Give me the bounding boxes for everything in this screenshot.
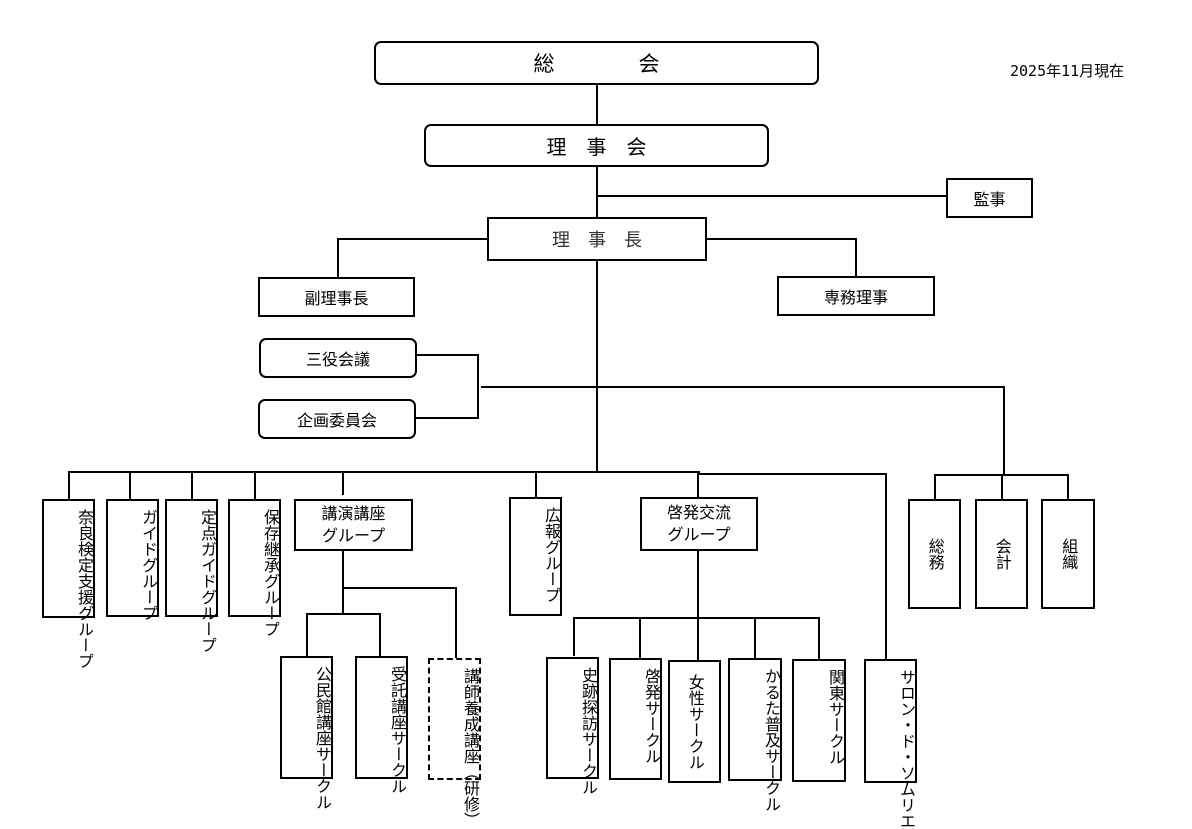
group-line1: 啓発交流: [666, 503, 731, 523]
auditor-label: 監事: [973, 190, 1006, 209]
group-line2: グループ: [321, 526, 386, 545]
circle-line1: 受託講座: [388, 666, 407, 730]
group-line2: ソムリエ: [897, 765, 916, 829]
circle-line1: 公民館講座: [313, 666, 332, 746]
admin-label: 会計: [992, 538, 1012, 570]
circle-historic-sites: 史跡探訪サークル: [546, 657, 599, 795]
group-line2: グループ: [139, 557, 158, 621]
vice-chairman-box: 副理事長: [258, 277, 415, 317]
group-line1: 広報: [542, 507, 561, 539]
group-pr: 広報グループ: [509, 497, 562, 616]
circle-line2: （研修）: [461, 764, 480, 828]
circle-line2: サークル: [579, 731, 598, 795]
exec-connector: [706, 238, 857, 278]
circle-women: 女性サークル: [668, 660, 721, 783]
group-line1: 奈良検定支援: [75, 509, 94, 605]
group-line2: グループ: [75, 605, 94, 669]
planning-committee-box: 企画委員会: [258, 399, 416, 439]
circle-instructor-training: 講師養成講座（研修）: [428, 658, 481, 828]
circle-line1: 啓発: [642, 668, 661, 700]
circle-line2: サークル: [388, 730, 407, 794]
chairman-box: 理 事 長: [487, 217, 707, 261]
group-line1: 講演講座: [321, 504, 386, 524]
circle-contract-lecture: 受託講座サークル: [355, 656, 408, 794]
group-line2: グループ: [261, 573, 280, 637]
group-nara-kentei: 奈良検定支援グループ: [42, 499, 95, 669]
group-lecture: 講演講座グループ: [294, 499, 413, 551]
circle-line1: 女性サークル: [685, 673, 705, 770]
circle-line2: サークル: [313, 746, 332, 810]
admin-accounting: 会計: [975, 499, 1028, 609]
group-salon-de-sommelier: サロン・ド・ソムリエ: [864, 659, 917, 829]
circle-line2: サークル: [826, 701, 845, 765]
circle-karuta: かるた普及サークル: [728, 658, 782, 812]
three-officers-meeting-box: 三役会議: [259, 338, 417, 378]
circle-line1: かるた普及: [762, 668, 781, 748]
committee-bracket: [416, 354, 479, 419]
group-fixed-point-guide: 定点ガイドグループ: [165, 499, 218, 653]
group-line1: サロン・ド・: [897, 669, 916, 765]
executive-director-box: 専務理事: [777, 276, 935, 316]
board-box: 理 事 会: [424, 124, 769, 167]
group-line1: 保存継承: [261, 509, 280, 573]
group-bus-left: [68, 471, 700, 499]
board-label: 理 事 会: [546, 135, 647, 159]
auditor-box: 監事: [946, 178, 1033, 218]
date-note: 2025年11月現在: [1010, 62, 1125, 80]
group-preservation: 保存継承グループ: [228, 499, 281, 637]
group-exchange: 啓発交流グループ: [640, 497, 758, 551]
admin-label: 総務: [925, 538, 945, 570]
group-line1: 定点ガイド: [198, 509, 217, 589]
group-guide: ガイドグループ: [106, 499, 159, 621]
circle-line2: サークル: [642, 700, 661, 764]
group-line2: グループ: [667, 525, 731, 544]
circle-kanto: 関東サークル: [792, 659, 846, 782]
circle-line1: 講師養成講座: [461, 668, 480, 764]
circle-line1: 関東: [826, 669, 845, 701]
group-line2: グループ: [198, 589, 217, 653]
group-line2: グループ: [542, 539, 561, 603]
admin-organization: 組織: [1041, 499, 1095, 609]
circle-line2: サークル: [762, 748, 781, 812]
circle-awareness: 啓発サークル: [609, 658, 662, 780]
vice-connector: [337, 238, 488, 278]
executive-director-label: 専務理事: [823, 288, 888, 307]
three-officers-meeting-label: 三役会議: [305, 350, 370, 369]
vice-chairman-label: 副理事長: [304, 289, 369, 308]
circle-line1: 史跡探訪: [579, 667, 598, 731]
chairman-label: 理 事 長: [552, 230, 642, 251]
group-line1: ガイド: [139, 509, 158, 557]
general-assembly-label: 総 会: [533, 52, 660, 76]
committee-to-admin: [481, 386, 1005, 475]
circle-community-center-lecture: 公民館講座サークル: [280, 656, 333, 810]
admin-general-affairs: 総務: [908, 499, 961, 609]
planning-committee-label: 企画委員会: [296, 411, 377, 430]
admin-label: 組織: [1059, 538, 1079, 570]
general-assembly-box: 総 会: [374, 41, 819, 85]
